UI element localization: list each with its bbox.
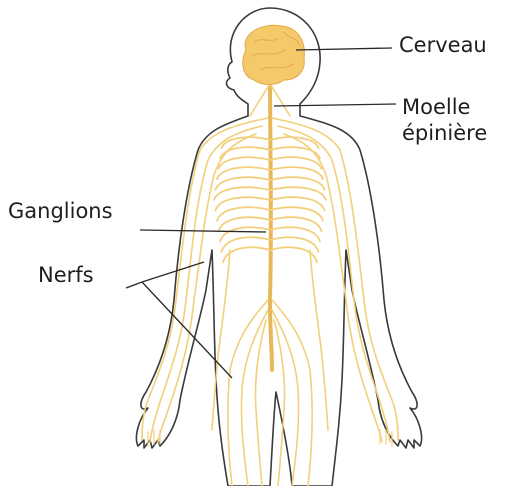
label-ganglions: Ganglions (8, 198, 113, 224)
label-cerveau: Cerveau (399, 32, 487, 58)
label-nerfs: Nerfs (38, 262, 94, 288)
label-moelle-epiniere: Moelle épinière (402, 94, 487, 147)
spinal-cord (270, 80, 272, 370)
label-moelle-line1: Moelle (402, 94, 487, 120)
brain-shape (243, 25, 305, 84)
label-moelle-line2: épinière (402, 120, 487, 146)
